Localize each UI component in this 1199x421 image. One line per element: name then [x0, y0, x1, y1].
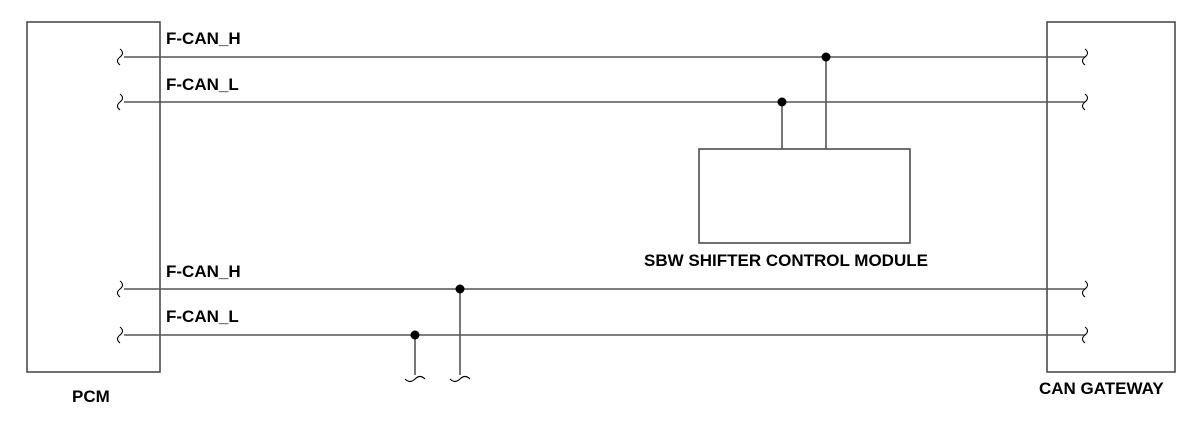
splice-dot-lower-low	[410, 330, 420, 340]
lower-can-high-label: F-CAN_H	[166, 262, 241, 281]
wire-break-symbol	[404, 375, 426, 383]
wire-break-symbol	[1081, 48, 1089, 66]
upper-can-high-label: F-CAN_H	[166, 29, 241, 48]
splice-dot-lower-high	[455, 284, 465, 294]
wire-break-symbol	[116, 280, 124, 298]
pcm-module-label: PCM	[72, 387, 110, 406]
can-gateway-module-box	[1046, 21, 1176, 373]
can-gateway-module-label: CAN GATEWAY	[1039, 379, 1164, 398]
wire-break-symbol	[1081, 326, 1089, 344]
wire-break-symbol	[1081, 280, 1089, 298]
pcm-module-box	[26, 21, 161, 373]
sbw-module-box	[698, 148, 911, 244]
wire-break-symbol	[116, 326, 124, 344]
wire-break-symbol	[116, 48, 124, 66]
upper-can-low-label: F-CAN_L	[166, 75, 239, 94]
lower-can-low-label: F-CAN_L	[166, 307, 239, 326]
wire-break-symbol	[116, 93, 124, 111]
splice-dot-upper-low	[777, 97, 787, 107]
wire-break-symbol	[1081, 93, 1089, 111]
splice-dot-upper-high	[821, 52, 831, 62]
sbw-module-label: SBW SHIFTER CONTROL MODULE	[644, 251, 928, 270]
wire-break-symbol	[449, 375, 471, 383]
